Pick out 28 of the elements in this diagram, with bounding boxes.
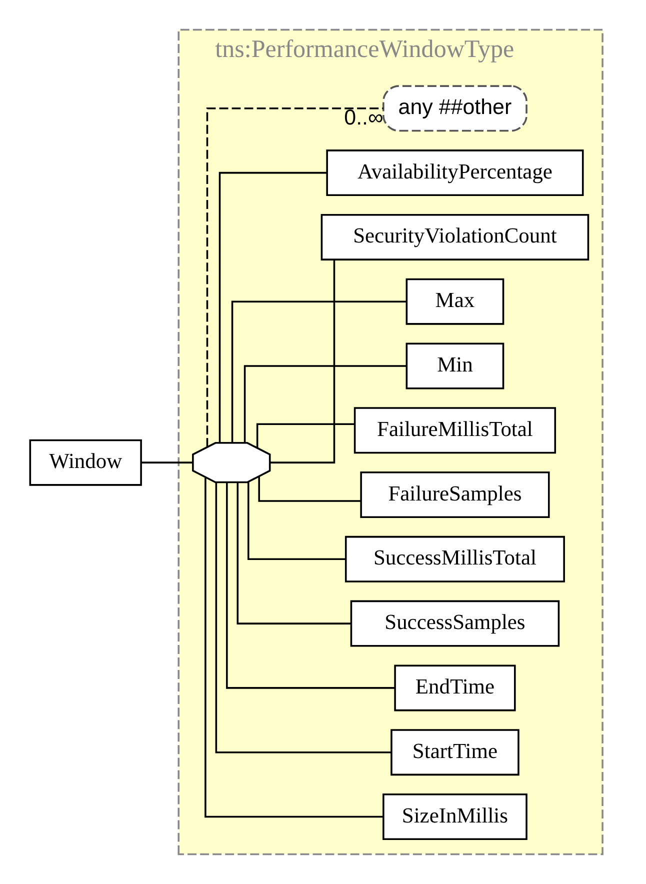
node-box: SuccessMillisTotal — [344, 536, 564, 582]
connector — [258, 476, 361, 502]
node-box: AvailabilityPercentage — [326, 150, 584, 196]
connector — [204, 478, 382, 818]
connector — [236, 482, 350, 624]
connector — [270, 260, 335, 464]
node-box: FailureMillisTotal — [353, 407, 556, 454]
node-box: FailureSamples — [360, 472, 550, 518]
node-box: any ##other — [382, 85, 527, 132]
connector — [230, 300, 406, 443]
connector — [226, 482, 394, 689]
node-box: Min — [405, 342, 504, 390]
connector — [256, 423, 354, 448]
node-box: SizeInMillis — [382, 793, 527, 840]
node-label: 0..∞ — [344, 106, 383, 130]
node-box: Window — [28, 439, 142, 486]
node-box: Max — [405, 278, 504, 325]
connector — [218, 172, 327, 443]
connector — [214, 482, 390, 754]
connector — [246, 482, 346, 560]
node-octagon — [192, 442, 270, 484]
node-box: SuccessSamples — [350, 600, 560, 647]
connector — [243, 365, 406, 443]
connector — [206, 108, 383, 447]
connector — [141, 462, 192, 464]
node-box: SecurityViolationCount — [320, 214, 589, 260]
node-box: EndTime — [394, 664, 516, 712]
node-box: StartTime — [390, 729, 519, 776]
